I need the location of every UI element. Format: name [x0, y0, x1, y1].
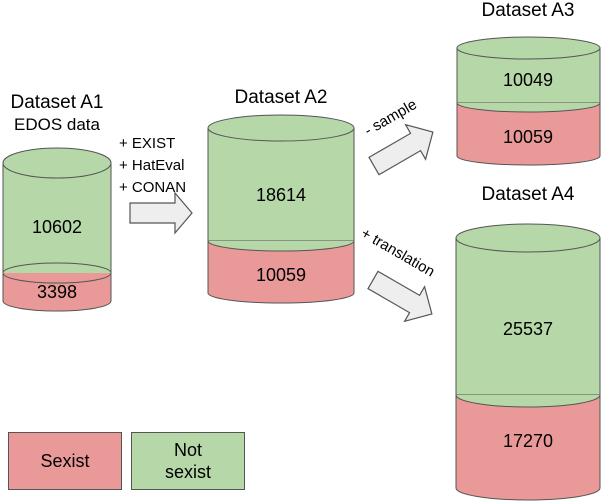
a1-not-sexist-count: 10602	[32, 217, 82, 237]
step-a1-a2-line1: + EXIST	[119, 135, 175, 152]
a3-title: Dataset A3	[482, 0, 575, 21]
step-a1-a2-line2: + HatEval	[119, 157, 184, 174]
cylinder-dataset-a1	[2, 147, 112, 312]
step-a1-a2-line3: + CONAN	[119, 179, 186, 196]
arrow-down-right-icon	[367, 270, 433, 323]
a4-not-sexist-count: 25537	[503, 319, 553, 339]
legend-not-sexist: Not sexist	[131, 432, 245, 490]
arrow-right-icon	[129, 191, 193, 235]
step-a2-a4: + translation	[358, 225, 438, 281]
a4-title: Dataset A4	[482, 184, 575, 205]
a3-sexist-count: 10059	[503, 127, 553, 147]
a2-title: Dataset A2	[235, 87, 328, 108]
a1-title: Dataset A1	[11, 92, 104, 113]
a2-not-sexist-count: 18614	[256, 185, 306, 205]
cylinder-dataset-a2	[207, 114, 355, 304]
a2-sexist-count: 10059	[256, 265, 306, 285]
a3-not-sexist-count: 10049	[503, 70, 553, 90]
legend-sexist: Sexist	[8, 432, 122, 490]
a4-sexist-count: 17270	[503, 431, 553, 451]
cylinder-dataset-a4	[455, 223, 601, 501]
a1-subtitle: EDOS data	[14, 115, 101, 134]
legend-not-sexist-line2: sexist	[164, 462, 211, 482]
a1-sexist-count: 3398	[37, 282, 77, 302]
legend-sexist-label: Sexist	[40, 451, 90, 471]
cylinder-dataset-a3	[456, 36, 601, 166]
arrow-up-right-icon	[368, 123, 434, 176]
legend-not-sexist-line1: Not	[173, 440, 202, 460]
